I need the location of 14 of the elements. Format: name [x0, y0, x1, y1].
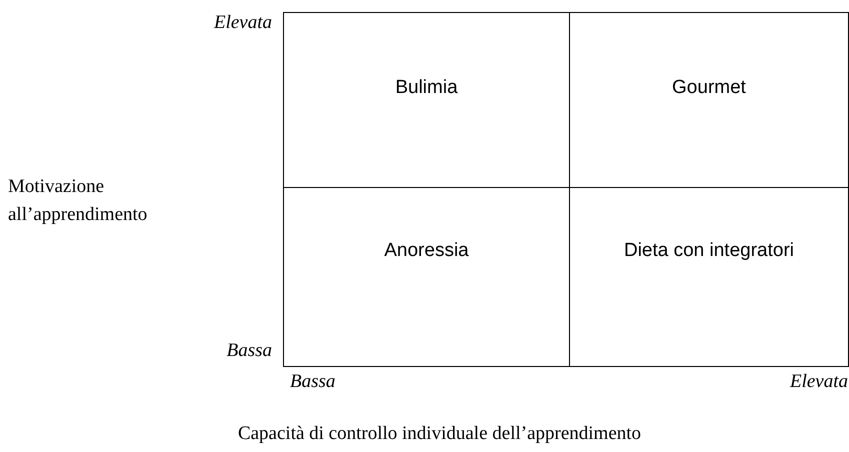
axis-end-label: Bassa	[290, 371, 336, 393]
quadrant-box	[283, 12, 570, 188]
quadrant-box	[569, 187, 849, 367]
quadrant-box	[283, 187, 570, 367]
axis-title: Capacità di controllo individuale dell’apprendimento	[236, 423, 642, 445]
quadrant-label: Gourmet	[671, 77, 747, 99]
axis-end-label: Bassa	[226, 340, 272, 362]
axis-title: Motivazione all’apprendimento	[8, 175, 148, 227]
quadrant-label: Bulimia	[394, 77, 459, 99]
quadrant-box	[569, 12, 849, 188]
axis-end-label: Elevata	[214, 12, 272, 34]
axis-end-label: Elevata	[790, 371, 848, 393]
quadrant-label: Dieta con integratori	[622, 240, 796, 262]
quadrant-label: Anoressia	[383, 240, 470, 262]
